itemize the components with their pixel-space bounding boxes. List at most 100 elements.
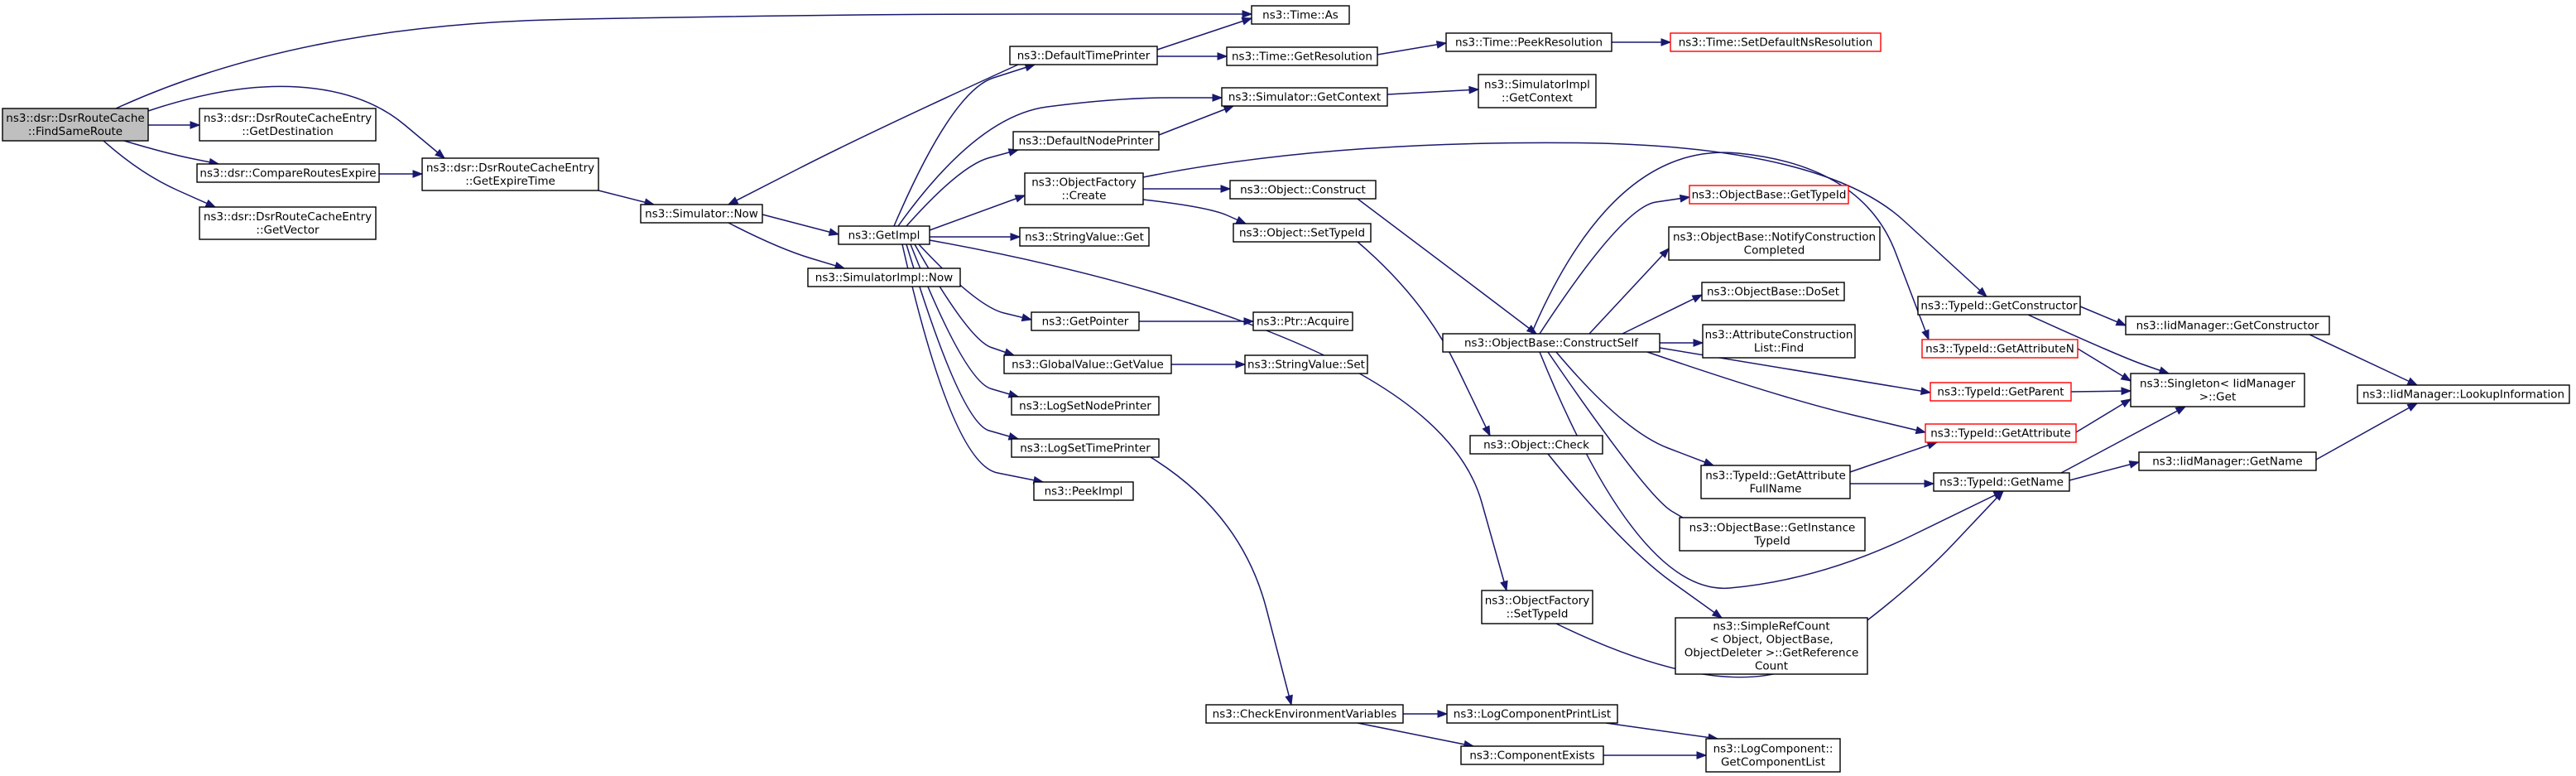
node-label: ns3::AttributeConstruction bbox=[1705, 329, 1853, 342]
node-singleton-get[interactable]: ns3::Singleton< IidManager>::Get bbox=[2130, 373, 2305, 407]
node-get-component-list[interactable]: ns3::LogComponent::GetComponentList bbox=[1705, 738, 1841, 773]
node-type-id-get-name[interactable]: ns3::TypeId::GetName bbox=[1933, 472, 2070, 492]
edge-line bbox=[2069, 461, 2140, 481]
node-object-set-type-id[interactable]: ns3::Object::SetTypeId bbox=[1233, 223, 1372, 243]
node-label: ns3::ObjectFactory bbox=[1485, 595, 1590, 608]
edge-line bbox=[929, 239, 1507, 591]
node-object-construct[interactable]: ns3::Object::Construct bbox=[1229, 180, 1377, 200]
node-log-set-node-printer[interactable]: ns3::LogSetNodePrinter bbox=[1011, 396, 1160, 416]
node-box bbox=[1478, 74, 1597, 108]
node-iid-manager-get-constructor[interactable]: ns3::IidManager::GetConstructor bbox=[2125, 316, 2330, 335]
node-string-value-get[interactable]: ns3::StringValue::Get bbox=[1019, 227, 1150, 247]
node-string-value-set[interactable]: ns3::StringValue::Set bbox=[1244, 354, 1368, 374]
node-box bbox=[196, 163, 380, 183]
node-object-base-get-type-id[interactable]: ns3::ObjectBase::GetTypeId bbox=[1689, 185, 1849, 205]
call-edge-iid-manager-get-constructor-to-iid-manager-lookup-information bbox=[2309, 334, 2419, 386]
node-construct-self[interactable]: ns3::ObjectBase::ConstructSelf bbox=[1442, 333, 1660, 353]
node-simulator-impl-now[interactable]: ns3::SimulatorImpl::Now bbox=[807, 268, 961, 287]
arrow-head-icon bbox=[1241, 17, 1253, 26]
node-box bbox=[1469, 435, 1603, 455]
node-box bbox=[1921, 339, 2079, 359]
node-label: ns3::LogSetNodePrinter bbox=[1019, 400, 1151, 413]
node-type-id-get-attribute[interactable]: ns3::TypeId::GetAttribute bbox=[1925, 423, 2077, 443]
node-label: ::GetDestination bbox=[242, 125, 334, 138]
node-get-impl[interactable]: ns3::GetImpl bbox=[838, 225, 930, 245]
node-label: ::FindSameRoute bbox=[28, 125, 123, 138]
edge-line bbox=[1142, 142, 1987, 297]
node-time-as[interactable]: ns3::Time::As bbox=[1251, 5, 1350, 25]
arrow-head-icon bbox=[1921, 329, 1930, 341]
node-object-factory-create[interactable]: ns3::ObjectFactory::Create bbox=[1024, 172, 1144, 205]
arrow-head-icon bbox=[2158, 366, 2170, 374]
node-default-time-printer[interactable]: ns3::DefaultTimePrinter bbox=[1009, 46, 1158, 65]
node-set-default-ns-resolution[interactable]: ns3::Time::SetDefaultNsResolution bbox=[1670, 32, 1882, 52]
node-box bbox=[1233, 223, 1372, 243]
node-simulator-now[interactable]: ns3::Simulator::Now bbox=[640, 204, 763, 224]
node-notify-construction-completed[interactable]: ns3::ObjectBase::NotifyConstructionCompl… bbox=[1668, 226, 1881, 261]
node-object-base-do-set[interactable]: ns3::ObjectBase::DoSet bbox=[1701, 282, 1845, 301]
call-edges bbox=[103, 10, 2419, 759]
node-box bbox=[1701, 282, 1845, 301]
node-object-factory-set-type-id[interactable]: ns3::ObjectFactory::SetTypeId bbox=[1481, 590, 1593, 624]
node-label: ns3::DefaultNodePrinter bbox=[1019, 135, 1154, 148]
node-label: ns3::Simulator::Now bbox=[645, 208, 758, 221]
call-edge-get-pointer-to-ptr-acquire bbox=[1139, 317, 1255, 325]
node-get-pointer[interactable]: ns3::GetPointer bbox=[1031, 311, 1140, 331]
node-label: ns3::ObjectBase::ConstructSelf bbox=[1464, 337, 1639, 350]
node-label: ns3::ObjectBase::DoSet bbox=[1707, 286, 1839, 299]
node-label: TypeId bbox=[1753, 535, 1790, 548]
node-box bbox=[1009, 46, 1158, 65]
node-type-id-get-attribute-n[interactable]: ns3::TypeId::GetAttributeN bbox=[1921, 339, 2079, 359]
arrow-head-icon bbox=[412, 170, 424, 178]
node-component-exists[interactable]: ns3::ComponentExists bbox=[1460, 745, 1604, 765]
arrow-head-icon bbox=[1915, 426, 1927, 435]
node-log-component-print-list[interactable]: ns3::LogComponentPrintList bbox=[1446, 704, 1618, 724]
edge-line bbox=[147, 85, 445, 159]
node-label: ::GetVector bbox=[256, 224, 320, 237]
node-compare-routes-expire[interactable]: ns3::dsr::CompareRoutesExpire bbox=[196, 163, 380, 183]
call-edge-get-impl-to-simulator-get-context bbox=[897, 94, 1223, 227]
node-label: ns3::IidManager::GetName bbox=[2152, 455, 2303, 469]
node-get-destination[interactable]: ns3::dsr::DsrRouteCacheEntry::GetDestina… bbox=[199, 108, 377, 142]
call-edge-default-time-printer-to-time-get-resolution bbox=[1157, 52, 1228, 60]
node-label: ns3::GlobalValue::GetValue bbox=[1012, 359, 1164, 372]
arrow-head-icon bbox=[2406, 402, 2419, 412]
node-box bbox=[1917, 296, 2081, 316]
edge-line bbox=[906, 149, 1019, 227]
node-object-check[interactable]: ns3::Object::Check bbox=[1469, 435, 1603, 455]
node-default-node-printer[interactable]: ns3::DefaultNodePrinter bbox=[1012, 131, 1160, 151]
node-iid-manager-lookup-information[interactable]: ns3::IidManager::LookupInformation bbox=[2357, 384, 2570, 404]
edge-line bbox=[929, 195, 1026, 231]
node-iid-manager-get-name[interactable]: ns3::IidManager::GetName bbox=[2138, 451, 2317, 471]
edge-line bbox=[2075, 398, 2131, 433]
arrow-head-icon bbox=[1659, 247, 1670, 258]
arrow-head-icon bbox=[1217, 52, 1228, 60]
node-simulator-impl-get-context[interactable]: ns3::SimulatorImpl::GetContext bbox=[1478, 74, 1597, 108]
node-global-value-get-value[interactable]: ns3::GlobalValue::GetValue bbox=[1003, 354, 1172, 374]
node-box bbox=[1226, 46, 1378, 66]
node-ptr-acquire[interactable]: ns3::Ptr::Acquire bbox=[1252, 311, 1353, 331]
node-peek-impl[interactable]: ns3::PeekImpl bbox=[1033, 481, 1134, 501]
node-simulator-get-context[interactable]: ns3::Simulator::GetContext bbox=[1221, 87, 1388, 107]
node-get-vector[interactable]: ns3::dsr::DsrRouteCacheEntry::GetVector bbox=[199, 206, 377, 240]
node-log-set-time-printer[interactable]: ns3::LogSetTimePrinter bbox=[1011, 438, 1160, 458]
node-time-get-resolution[interactable]: ns3::Time::GetResolution bbox=[1226, 46, 1378, 66]
node-box bbox=[1933, 472, 2070, 492]
node-type-id-get-parent[interactable]: ns3::TypeId::GetParent bbox=[1930, 382, 2072, 402]
edge-line bbox=[2027, 314, 2170, 374]
node-get-expire-time[interactable]: ns3::dsr::DsrRouteCacheEntry::GetExpireT… bbox=[421, 157, 599, 191]
node-type-id-get-constructor[interactable]: ns3::TypeId::GetConstructor bbox=[1917, 296, 2081, 316]
node-peek-resolution[interactable]: ns3::Time::PeekResolution bbox=[1445, 32, 1612, 52]
arrow-head-icon bbox=[1468, 85, 1480, 94]
node-check-environment-variables[interactable]: ns3::CheckEnvironmentVariables bbox=[1205, 704, 1404, 724]
node-label: ns3::SimpleRefCount bbox=[1713, 620, 1829, 634]
call-edge-peek-resolution-to-set-default-ns-resolution bbox=[1612, 38, 1672, 46]
node-simple-ref-count-get-reference-count[interactable]: ns3::SimpleRefCount< Object, ObjectBase,… bbox=[1675, 617, 1868, 675]
arrow-head-icon bbox=[1920, 387, 1932, 396]
edge-line bbox=[728, 222, 845, 269]
node-find-same-route[interactable]: ns3::dsr::DsrRouteCache::FindSameRoute bbox=[2, 108, 149, 142]
